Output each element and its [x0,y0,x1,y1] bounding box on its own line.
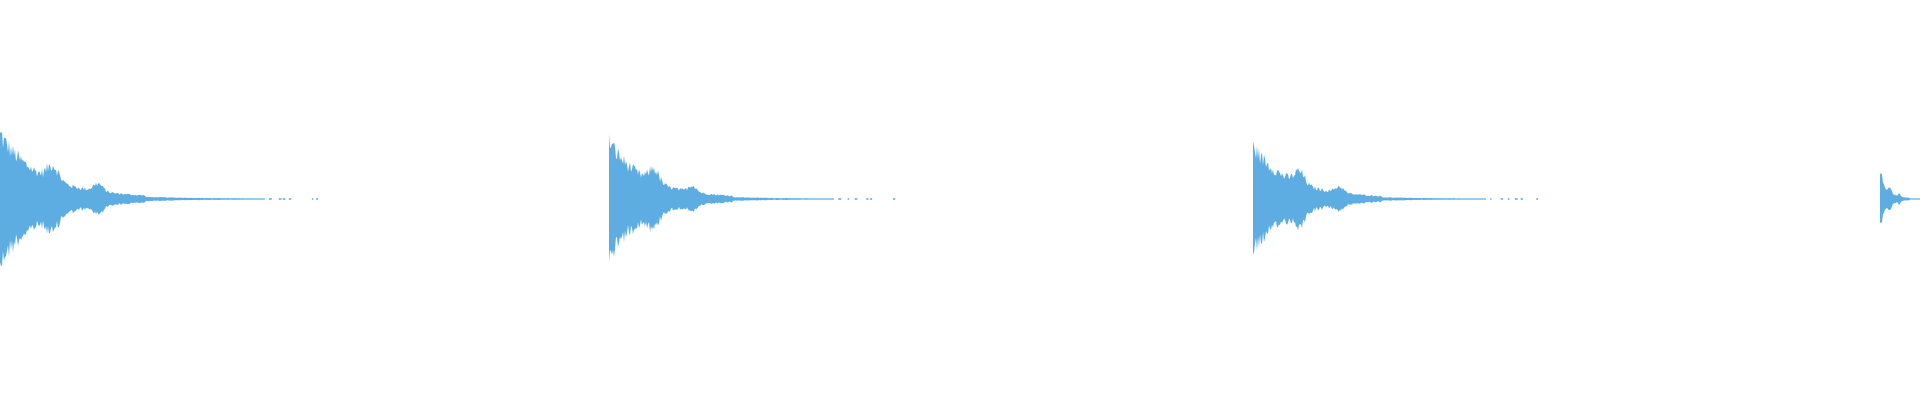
waveform-tail-dot [870,198,873,200]
waveform-tail-dot [1536,198,1538,200]
waveform-tail-dot [1500,198,1503,200]
waveform-clip-4[interactable] [1880,172,1920,223]
waveform-clips [0,131,1920,267]
waveform-tail-dot [1490,198,1492,200]
waveform-clip-1[interactable] [0,131,265,267]
waveform-tail-dot [311,198,314,200]
waveform-tail-dot [316,198,318,200]
waveform-tail-dot [278,198,282,200]
waveform-tail-dot [893,198,896,200]
waveform-tail-dot [854,198,858,200]
waveform-tail-dot [288,198,292,200]
waveform-clip-2[interactable] [609,134,834,263]
waveform-tail-dot [282,198,286,200]
waveform-clip-3[interactable] [1253,141,1486,255]
waveform-tail-dot [866,198,869,200]
waveform-tail-dot [838,198,842,200]
waveform-tail-dot [269,198,272,200]
waveform-tail-dot [1507,198,1510,200]
waveform-tail-dot [1514,198,1518,200]
waveform-tail-dot [847,198,850,200]
waveform-tail-dot [1520,198,1523,200]
